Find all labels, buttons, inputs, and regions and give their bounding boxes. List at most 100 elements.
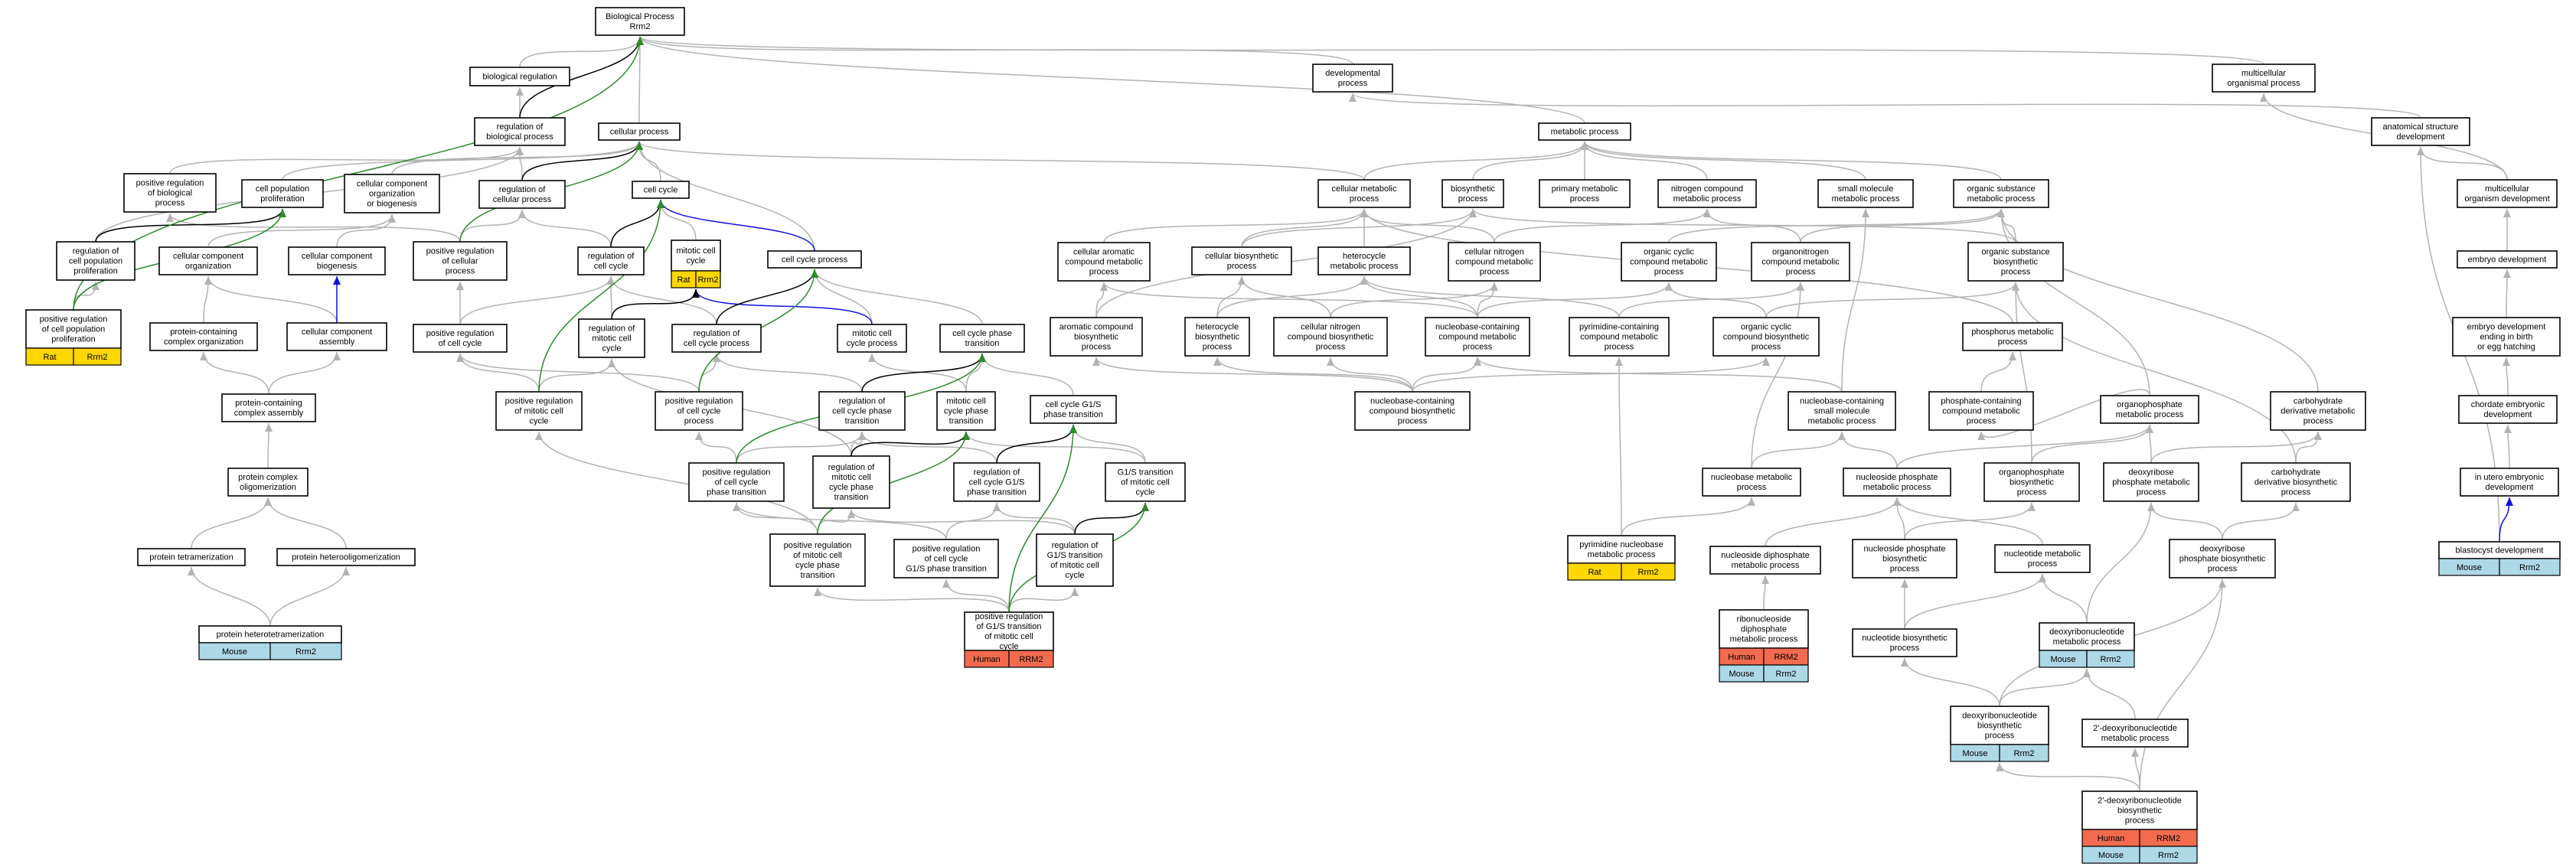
- term-node-cellcycle[interactable]: cell cycle: [632, 181, 690, 199]
- term-label-line: multicellular: [2241, 69, 2286, 78]
- term-box: [1657, 179, 1757, 208]
- annotation-label: Rrm2: [295, 647, 316, 657]
- term-label-line: metabolic process: [1330, 262, 1399, 271]
- term-node-embdev[interactable]: embryo development: [2457, 250, 2558, 269]
- term-node-metproc[interactable]: metabolic process: [1538, 122, 1631, 141]
- term-node-cellproc[interactable]: cellular process: [598, 122, 681, 141]
- term-node-deoxnucbio[interactable]: deoxyribonucleotidebiosyntheticprocessMo…: [1950, 706, 2049, 762]
- term-node-prottetra[interactable]: protein tetramerization: [137, 548, 246, 566]
- term-node-prothetero[interactable]: protein heterooligomerization: [276, 548, 416, 566]
- term-node-ccproc[interactable]: cell cycle process: [767, 250, 862, 269]
- term-node-bioreg[interactable]: biological regulation: [469, 67, 570, 86]
- term-box: [344, 174, 440, 213]
- term-label-line: nucleobase-containing: [1435, 323, 1520, 332]
- term-label-line: nucleobase-containing: [1370, 397, 1455, 406]
- term-node-twodeoxbio[interactable]: 2'-deoxyribonucleotidebiosyntheticproces…: [2081, 790, 2198, 864]
